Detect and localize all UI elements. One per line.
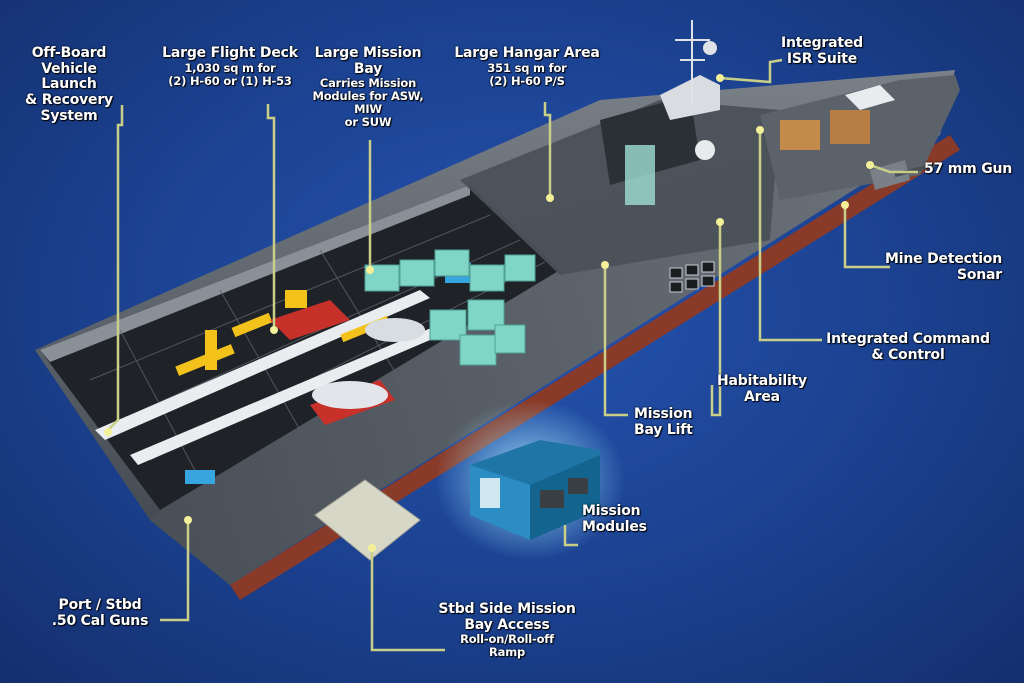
label-stbd-mission-bay-access: Stbd Side Mission Bay Access Roll-on/Rol…	[430, 601, 584, 660]
label-line: Integrated Command	[826, 331, 990, 347]
label-line: Mission	[582, 503, 641, 519]
leader-dots	[104, 74, 874, 552]
label-line: Bay	[353, 60, 383, 77]
label-sub: Roll-on/Roll-off	[460, 632, 554, 647]
mission-bay-modules	[364, 249, 536, 366]
label-line: Area	[744, 388, 780, 405]
label-line: System	[40, 107, 98, 124]
label-hangar-area: Large Hangar Area 351 sq m for (2) H-60 …	[452, 45, 602, 88]
leader-lines	[107, 58, 918, 652]
label-line: 57 mm Gun	[924, 161, 1013, 177]
label-title: Large Flight Deck	[162, 45, 298, 61]
label-line: Port / Stbd	[58, 597, 142, 613]
label-57mm-gun: 57 mm Gun	[924, 161, 1024, 178]
label-line: Mine Detection	[885, 251, 1002, 267]
label-sub: (2) H-60 or (1) H-53	[168, 73, 292, 88]
label-isr-suite: Integrated ISR Suite	[772, 35, 872, 67]
label-line: Off-Board	[31, 45, 107, 61]
label-line: Habitability	[717, 373, 807, 389]
label-sub: Carries Mission	[319, 76, 417, 91]
label-sub: Ramp	[488, 645, 526, 660]
label-line: Large Mission	[314, 45, 422, 61]
label-mission-bay-lift: Mission Bay Lift	[634, 406, 714, 438]
label-line: Bay Lift	[634, 421, 693, 438]
mission-module-container	[435, 400, 625, 560]
label-line: Sonar	[956, 266, 1002, 283]
side-ramp	[314, 479, 421, 561]
label-sub: 351 sq m for	[487, 60, 567, 75]
label-line: ISR Suite	[786, 50, 858, 67]
label-50cal-guns: Port / Stbd .50 Cal Guns	[40, 597, 160, 629]
label-line: .50 Cal Guns	[51, 612, 149, 629]
label-mine-detection-sonar: Mine Detection Sonar	[884, 251, 1002, 283]
label-mission-modules: Mission Modules	[582, 503, 672, 535]
label-line: Bay Access	[464, 616, 550, 633]
label-sub: Modules for ASW, MIW	[312, 89, 424, 117]
label-sub: (2) H-60 P/S	[489, 73, 565, 88]
label-flight-deck: Large Flight Deck 1,030 sq m for (2) H-6…	[150, 45, 310, 88]
label-line: & Control	[871, 346, 945, 363]
mast	[675, 20, 717, 160]
label-sub: 1,030 sq m for	[184, 60, 276, 75]
label-line: Stbd Side Mission	[438, 601, 576, 617]
label-line: Mission	[634, 406, 693, 422]
label-line: & Recovery	[25, 92, 113, 109]
label-line: Vehicle Launch	[41, 60, 97, 93]
label-line: Modules	[582, 518, 647, 535]
label-integrated-command: Integrated Command & Control	[826, 331, 990, 363]
superstructure	[460, 75, 960, 293]
label-habitability-area: Habitability Area	[712, 373, 812, 405]
label-offboard-vehicle-system: Off-Board Vehicle Launch & Recovery Syst…	[14, 45, 124, 124]
label-line: Integrated	[781, 35, 863, 51]
label-mission-bay: Large Mission Bay Carries Mission Module…	[298, 45, 438, 129]
label-sub: or SUW	[344, 114, 392, 129]
label-title: Large Hangar Area	[454, 45, 600, 61]
